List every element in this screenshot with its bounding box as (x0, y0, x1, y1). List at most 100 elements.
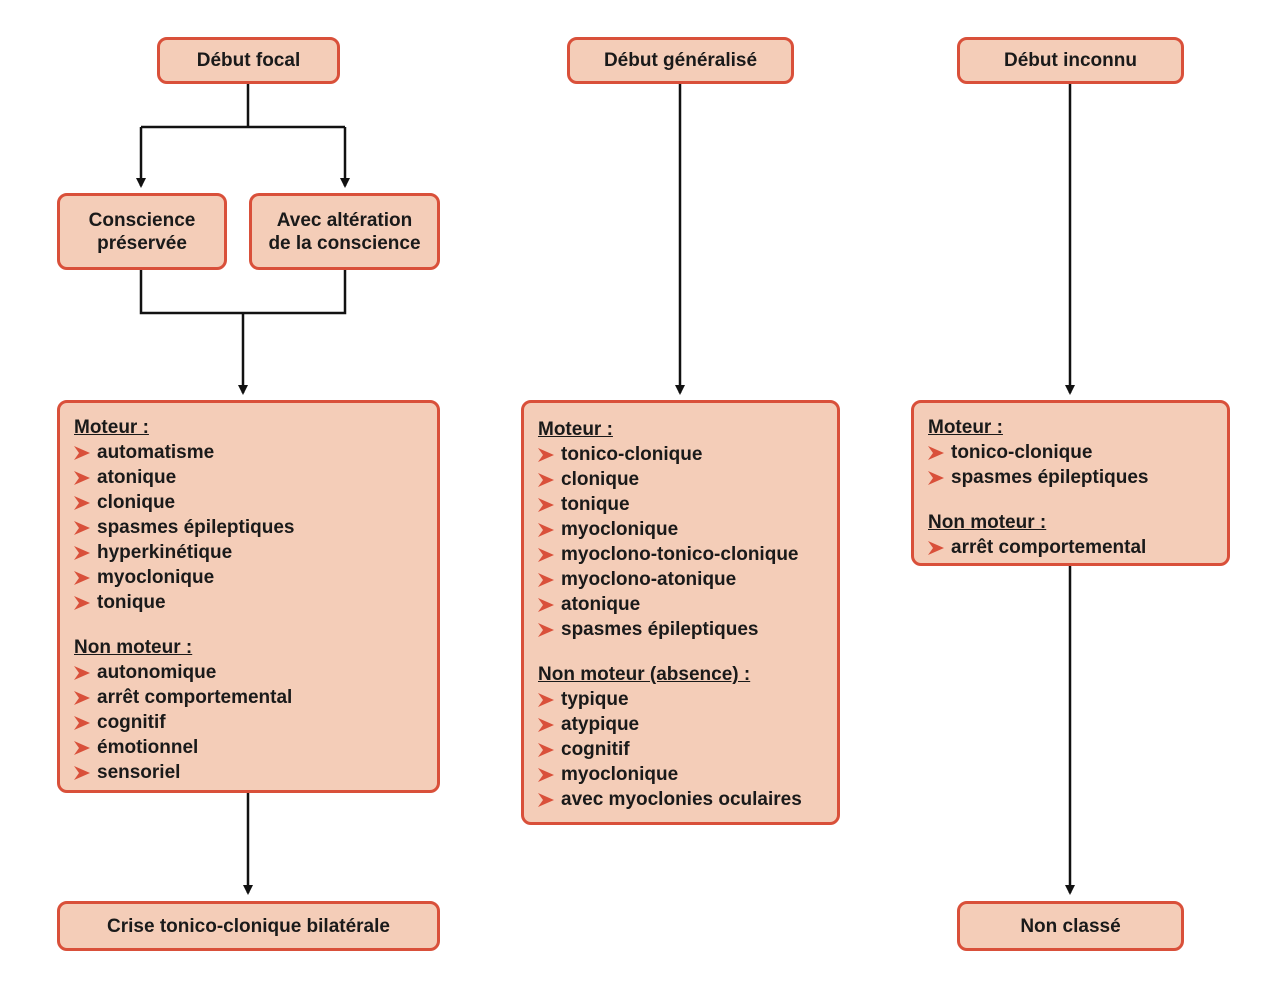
arrowhead-bullet-icon (538, 447, 554, 462)
arrowhead-bullet-icon (74, 445, 90, 460)
header-debut-inconnu: Début inconnu (957, 37, 1184, 84)
arrowhead-bullet-icon (74, 765, 90, 780)
list-item: myoclonique (538, 517, 823, 542)
inconnu-non-moteur-list: arrêt comportemental (928, 535, 1213, 560)
list-item: clonique (74, 490, 423, 515)
list-item-label: myoclono-tonico-clonique (561, 544, 799, 565)
inconnu-non-moteur-title: Non moteur : (928, 512, 1047, 533)
arrowhead-bullet-icon (74, 470, 90, 485)
arrowhead-bullet-icon (74, 740, 90, 755)
list-item-label: arrêt comportemental (951, 537, 1147, 558)
list-item: arrêt comportemental (74, 685, 423, 710)
list-item-label: clonique (561, 469, 640, 490)
arrowhead-bullet-icon (538, 522, 554, 537)
focal-moteur-title: Moteur : (74, 417, 149, 438)
focal-merge-line (139, 270, 347, 315)
list-item: myoclonique (538, 762, 823, 787)
header-debut-focal: Début focal (157, 37, 340, 84)
list-item: typique (538, 687, 823, 712)
list-item: sensoriel (74, 760, 423, 785)
inconnu-moteur-title: Moteur : (928, 417, 1003, 438)
generalise-non-moteur-title: Non moteur (absence) : (538, 664, 751, 685)
list-item-label: myoclonique (97, 567, 215, 588)
arrowhead-bullet-icon (74, 595, 90, 610)
header-debut-generalise-label: Début généralisé (603, 50, 758, 71)
focal-non-moteur-title: Non moteur : (74, 637, 193, 658)
list-item: myoclonique (74, 565, 423, 590)
list-item-label: atypique (561, 714, 640, 735)
list-item-label: spasmes épileptiques (561, 619, 759, 640)
list-item: atypique (538, 712, 823, 737)
list-item-label: émotionnel (97, 737, 199, 758)
arrowhead-bullet-icon (74, 570, 90, 585)
list-item-label: autonomique (97, 662, 217, 683)
list-item: cognitif (538, 737, 823, 762)
inconnu-types-box: Moteur : tonico-clonique spasmes épilepti… (911, 400, 1230, 566)
arrowhead-bullet-icon (74, 665, 90, 680)
list-item-label: arrêt comportemental (97, 687, 293, 708)
list-item: spasmes épileptiques (74, 515, 423, 540)
conscience-alteree-label: Avec altération de la conscience (268, 209, 421, 254)
list-item-label: clonique (97, 492, 176, 513)
arrowhead-bullet-icon (538, 472, 554, 487)
header-debut-focal-label: Début focal (196, 50, 301, 71)
list-item: myoclono-atonique (538, 567, 823, 592)
arrowhead-bullet-icon (74, 715, 90, 730)
list-item-label: cognitif (561, 739, 630, 760)
list-item: clonique (538, 467, 823, 492)
list-item-label: cognitif (97, 712, 166, 733)
arrowhead-bullet-icon (538, 767, 554, 782)
arrowhead-bullet-icon (74, 520, 90, 535)
arrowhead-bullet-icon (928, 540, 944, 555)
list-item: myoclono-tonico-clonique (538, 542, 823, 567)
list-item: autonomique (74, 660, 423, 685)
box-crise-bilaterale: Crise tonico-clonique bilatérale (57, 901, 440, 951)
list-item: arrêt comportemental (928, 535, 1213, 560)
list-item-label: atonique (97, 467, 177, 488)
arrowhead-bullet-icon (74, 495, 90, 510)
list-item-label: myoclono-atonique (561, 569, 737, 590)
header-debut-generalise: Début généralisé (567, 37, 794, 84)
arrowhead-bullet-icon (538, 572, 554, 587)
arrowhead-bullet-icon (538, 497, 554, 512)
arrowhead-bullet-icon (74, 545, 90, 560)
list-item-label: tonico-clonique (561, 444, 703, 465)
list-item-label: spasmes épileptiques (951, 467, 1149, 488)
box-non-classe: Non classé (957, 901, 1184, 951)
box-conscience-alteree: Avec altération de la conscience (249, 193, 440, 270)
list-item-label: tonique (97, 592, 166, 613)
list-item: spasmes épileptiques (538, 617, 823, 642)
arrowhead-bullet-icon (538, 597, 554, 612)
list-item: tonique (538, 492, 823, 517)
arrowhead-bullet-icon (928, 470, 944, 485)
arrowhead-bullet-icon (538, 692, 554, 707)
list-item-label: tonico-clonique (951, 442, 1093, 463)
inconnu-moteur-list: tonico-clonique spasmes épileptiques (928, 440, 1213, 490)
list-item: atonique (538, 592, 823, 617)
list-item-label: hyperkinétique (97, 542, 233, 563)
list-item-label: spasmes épileptiques (97, 517, 295, 538)
list-item: émotionnel (74, 735, 423, 760)
focal-split-line (141, 84, 345, 129)
arrowhead-bullet-icon (538, 717, 554, 732)
focal-non-moteur-list: autonomique arrêt comportemental cognitif é… (74, 660, 423, 785)
list-item: automatisme (74, 440, 423, 465)
list-item-label: myoclonique (561, 764, 679, 785)
list-item: atonique (74, 465, 423, 490)
list-item-label: atonique (561, 594, 641, 615)
crise-bilaterale-label: Crise tonico-clonique bilatérale (107, 915, 390, 937)
list-item: tonique (74, 590, 423, 615)
arrowhead-bullet-icon (538, 547, 554, 562)
list-item: avec myoclonies oculaires (538, 787, 823, 812)
list-item: tonico-clonique (538, 442, 823, 467)
list-item-label: sensoriel (97, 762, 181, 783)
arrowhead-bullet-icon (538, 742, 554, 757)
arrowhead-bullet-icon (538, 792, 554, 807)
list-item-label: myoclonique (561, 519, 679, 540)
